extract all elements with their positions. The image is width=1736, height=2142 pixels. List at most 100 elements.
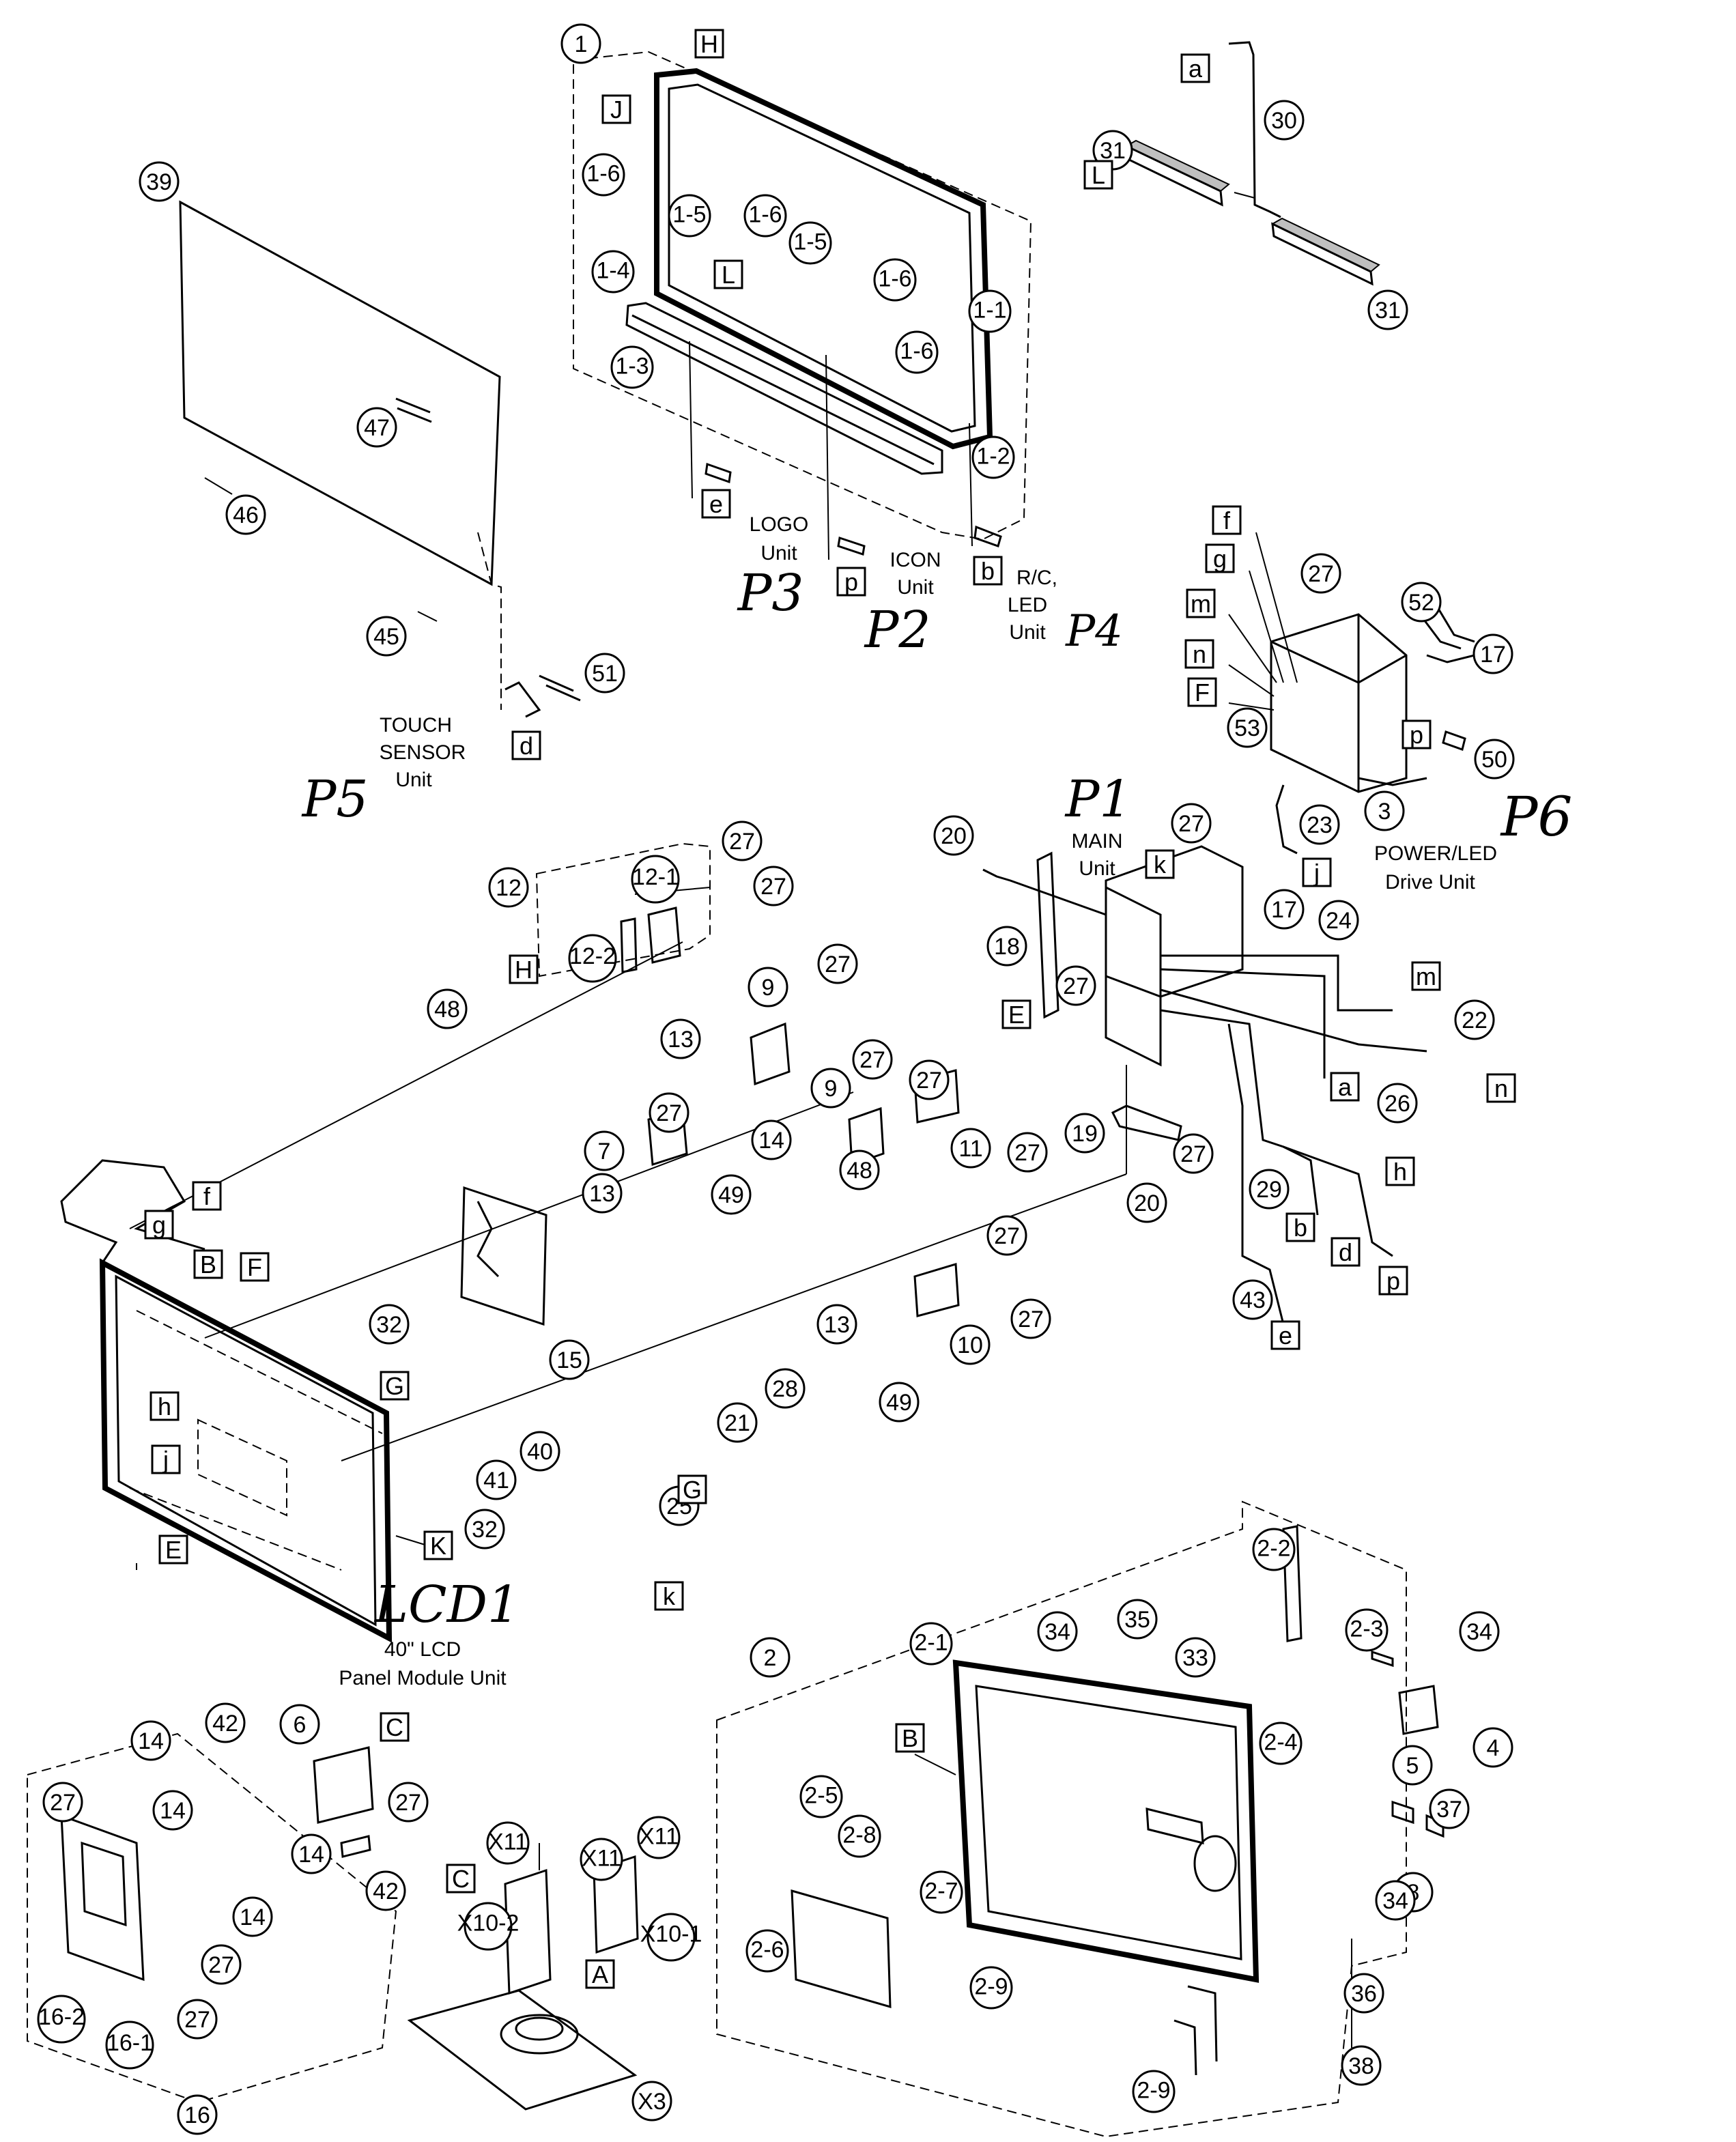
box-letter: n [1494, 1074, 1508, 1102]
box-letter: e [709, 490, 723, 518]
callout-2-6: 2-6 [745, 1929, 789, 1973]
group-16-boundary [27, 1732, 397, 2104]
callout-34: 34 [1037, 1611, 1078, 1652]
callout-circle [1472, 633, 1513, 674]
callout-circle [1299, 804, 1340, 845]
box-frame [1401, 719, 1432, 749]
box-letter: d [520, 732, 533, 760]
callout-label: 18 [994, 934, 1020, 960]
box-frame [701, 489, 731, 519]
box-frame [713, 259, 743, 289]
callout-label: 50 [1481, 747, 1507, 773]
box-letter: j [1313, 859, 1320, 887]
box-label-n: n [1486, 1073, 1516, 1103]
callout-label: 49 [886, 1390, 912, 1416]
group-2-boundary [716, 1500, 1407, 2138]
callout-circle [637, 1816, 681, 1859]
callout-27: 27 [1300, 553, 1341, 594]
box-letter: A [592, 1960, 608, 1988]
callout-circle [852, 1039, 893, 1080]
box-frame [1411, 961, 1441, 991]
callout-38: 38 [1341, 2045, 1382, 2086]
callout-circle [366, 616, 407, 657]
callout-label: 12-1 [632, 864, 679, 890]
box-frame [509, 954, 539, 984]
callout-29: 29 [1249, 1169, 1290, 1210]
callout-label: 27 [50, 1790, 76, 1816]
callout-circle [968, 289, 1012, 333]
box-label-b: b [1285, 1212, 1315, 1242]
callout-circle [1454, 999, 1495, 1040]
callout-1-4: 1-4 [591, 250, 635, 294]
box-label-A: A [585, 1959, 615, 1989]
callout-14: 14 [751, 1119, 792, 1160]
callout-label: 24 [1326, 908, 1352, 934]
box-letter: E [165, 1536, 182, 1564]
lcd-panel-inner [115, 1274, 377, 1627]
callout-X11: X11 [580, 1838, 623, 1881]
box-letter: F [247, 1253, 262, 1281]
callout-label: 2-6 [750, 1937, 784, 1962]
box-frame [1331, 1237, 1361, 1267]
callout-10: 10 [950, 1324, 991, 1365]
callout-9: 9 [748, 967, 788, 1008]
unit-label: MAIN [1072, 830, 1123, 853]
box-letter: C [386, 1713, 403, 1741]
lower-strip [625, 302, 943, 475]
callout-2-9: 2-9 [1132, 2070, 1176, 2113]
callout-label: 27 [1180, 1141, 1206, 1167]
callout-label: 6 [294, 1712, 307, 1738]
callout-circle [105, 2020, 154, 2070]
callout-label: 27 [916, 1068, 942, 1094]
callout-circle [486, 1821, 530, 1865]
callout-circle [1264, 100, 1305, 141]
box-frame [511, 730, 541, 760]
callout-51: 51 [584, 653, 625, 694]
box-frame [446, 1863, 476, 1894]
main-bracket-19 [1111, 1104, 1182, 1141]
box-letter: J [610, 96, 623, 124]
box-letter: m [1191, 590, 1211, 618]
bracket-6 [313, 1746, 374, 1824]
callout-circle [580, 1838, 623, 1881]
box-label-F: F [1187, 677, 1217, 707]
callout-circle [1345, 1608, 1389, 1652]
callout-7: 7 [584, 1130, 625, 1171]
rear-cabinet-inner [975, 1685, 1242, 1960]
callout-label: 21 [724, 1410, 750, 1436]
callout-label: 14 [758, 1128, 784, 1154]
callout-label: 7 [598, 1139, 611, 1165]
box-label-h: h [150, 1391, 180, 1421]
callout-label: 49 [718, 1182, 744, 1208]
box-frame [1083, 160, 1113, 190]
callout-13: 13 [582, 1173, 623, 1214]
unit-label: Unit [395, 769, 432, 791]
callout-15: 15 [549, 1339, 590, 1380]
callout-label: 5 [1406, 1753, 1419, 1779]
bracket-9-left [750, 1022, 791, 1086]
callout-label: 43 [1240, 1287, 1266, 1313]
box-frame [1385, 1156, 1415, 1186]
callout-circle [1367, 289, 1408, 330]
callout-circle [1429, 1788, 1470, 1829]
callout-label: 1-5 [672, 201, 706, 227]
callout-circle [1249, 1169, 1290, 1210]
box-frame [1184, 639, 1214, 669]
callout-2-7: 2-7 [920, 1870, 963, 1914]
box-label-a: a [1180, 53, 1210, 83]
unit-label: Unit [760, 542, 797, 565]
callout-label: 27 [1308, 561, 1334, 587]
callout-label: 27 [994, 1223, 1020, 1249]
bracket-10 [913, 1263, 960, 1317]
box-letter: a [1338, 1073, 1352, 1101]
callout-circle [582, 153, 625, 197]
box-label-p: p [836, 567, 866, 597]
box-label-e: e [701, 489, 731, 519]
callout-circle [969, 1966, 1013, 2010]
unit-label: Unit [1009, 621, 1046, 644]
callout-53: 53 [1227, 707, 1268, 748]
handwritten-label: P5 [301, 770, 369, 829]
callout-label: 2-1 [914, 1629, 948, 1655]
callout-label: 2-9 [974, 1973, 1008, 1999]
